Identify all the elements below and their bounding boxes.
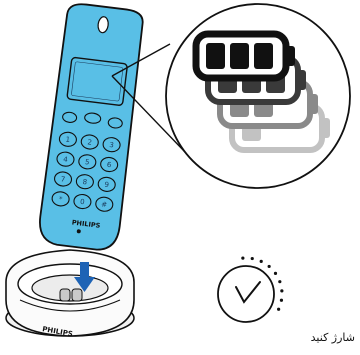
- clock-dot: [241, 257, 244, 260]
- battery-bar: [230, 43, 249, 69]
- clock-dot: [278, 280, 281, 283]
- clock-icon: [218, 257, 283, 322]
- key-label: #: [101, 200, 108, 209]
- battery-callout: [112, 4, 350, 188]
- charging-base: PHILIPS: [6, 250, 134, 338]
- clock-dot: [274, 272, 277, 275]
- battery-bar: [254, 43, 273, 69]
- clock-dot: [251, 257, 254, 260]
- clock-dot: [268, 265, 271, 268]
- battery-icon: [196, 34, 295, 78]
- clock-dot: [280, 299, 283, 302]
- charge-instruction-caption: شارژ کنید: [285, 331, 355, 344]
- battery-bars: [206, 43, 273, 69]
- clock-dot: [277, 308, 280, 311]
- battery-bar: [206, 43, 225, 69]
- clock-dot: [260, 260, 263, 263]
- clock-dot: [280, 289, 283, 292]
